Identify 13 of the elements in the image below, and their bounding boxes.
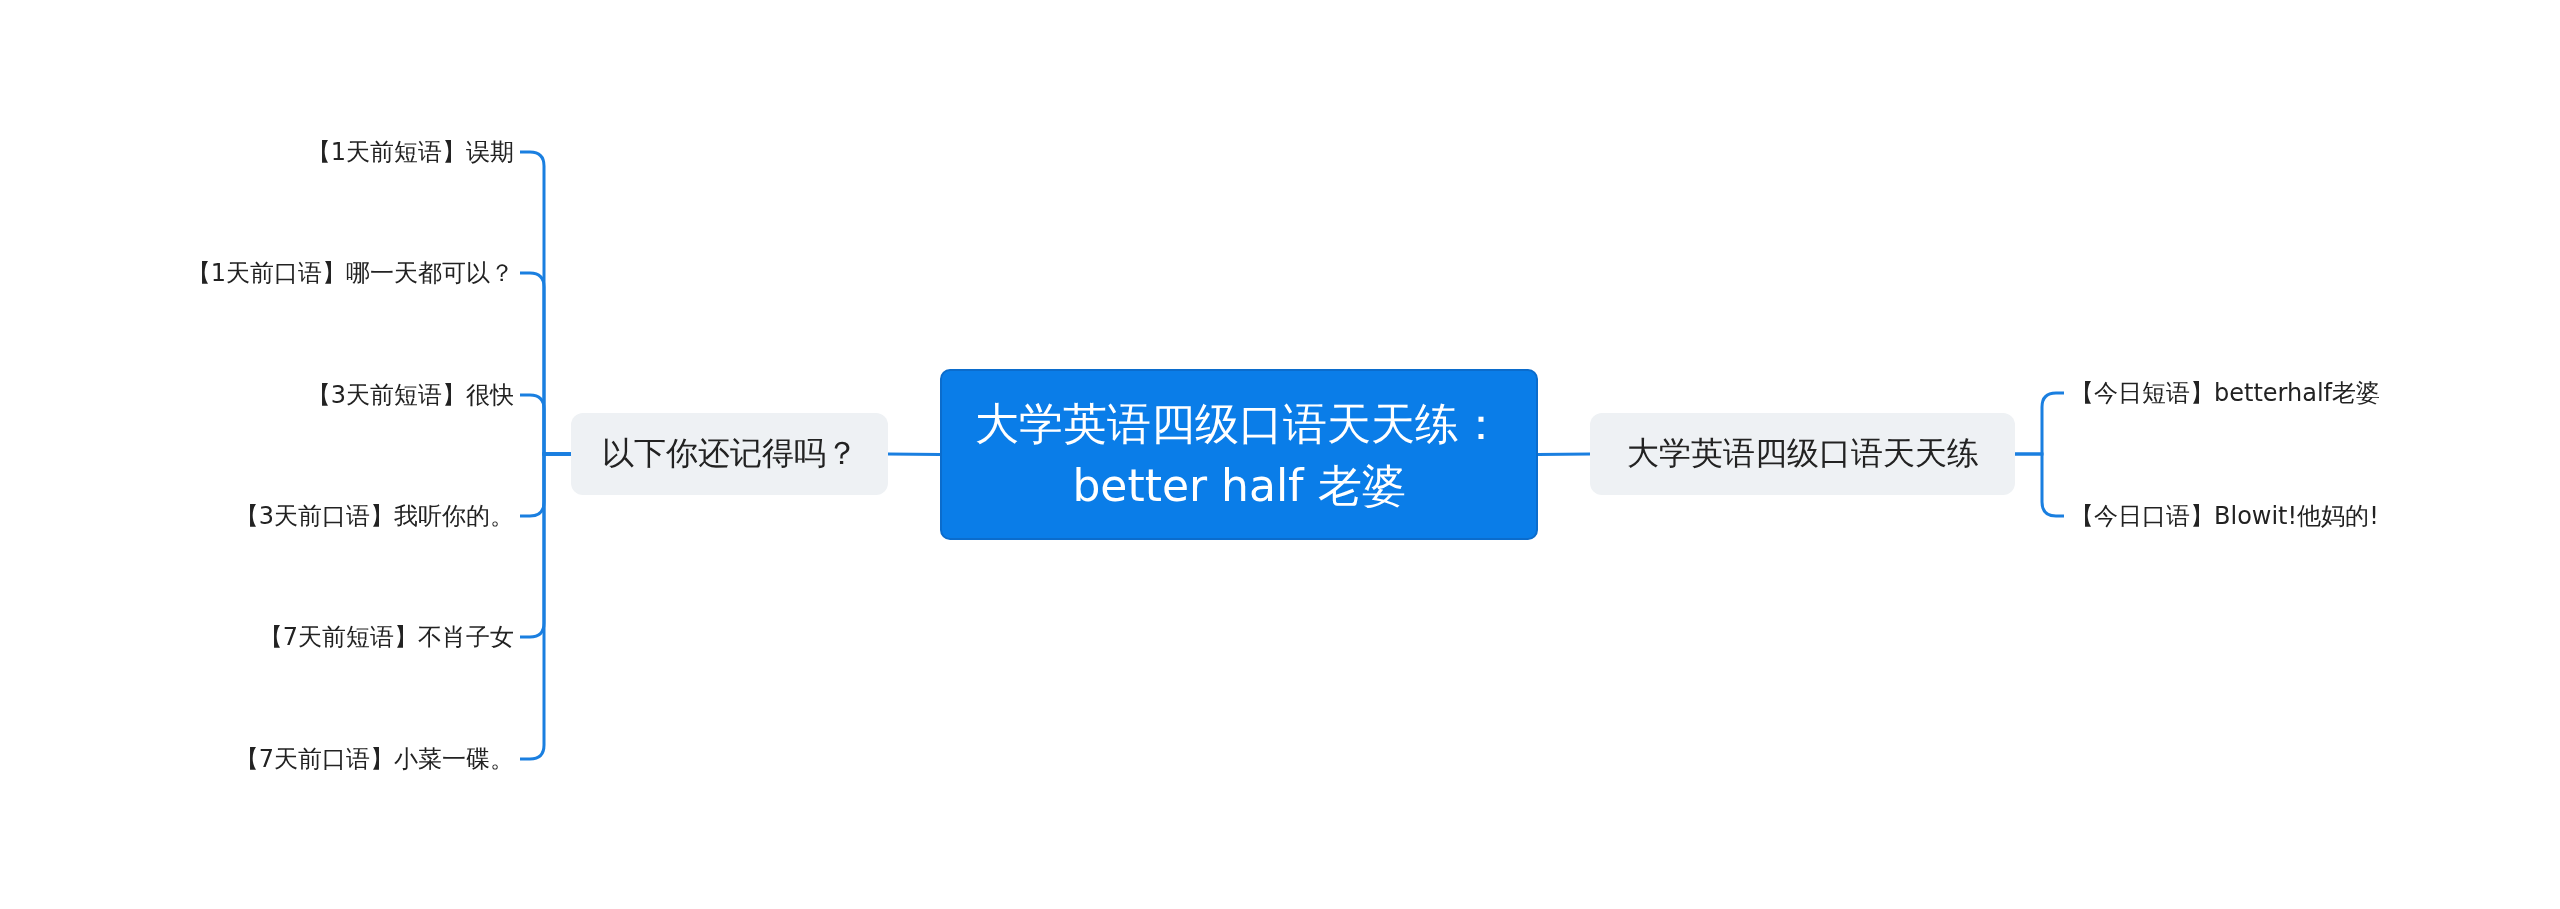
leaf-text: 【3天前口语】我听你的。 [228,494,520,538]
leaf-text: 【1天前短语】误期 [300,130,520,174]
connector-line [1538,452,1590,456]
leaf-text: 【7天前短语】不肖子女 [252,615,520,659]
leaf-text: 【今日口语】Blowit!他妈的! [2064,494,2385,538]
connector-line [888,452,940,456]
branch-box: 大学英语四级口语天天练 [1590,413,2015,495]
leaf-text: 【7天前口语】小菜一碟。 [228,737,520,781]
leaf-text: 【1天前口语】哪一天都可以？ [180,251,520,295]
leaf-text: 【3天前短语】很快 [300,373,520,417]
topic-box: 大学英语四级口语天天练：better half 老婆 [940,369,1538,540]
branch-box: 以下你还记得吗？ [571,413,888,495]
leaf-text: 【今日短语】betterhalf老婆 [2064,371,2387,415]
